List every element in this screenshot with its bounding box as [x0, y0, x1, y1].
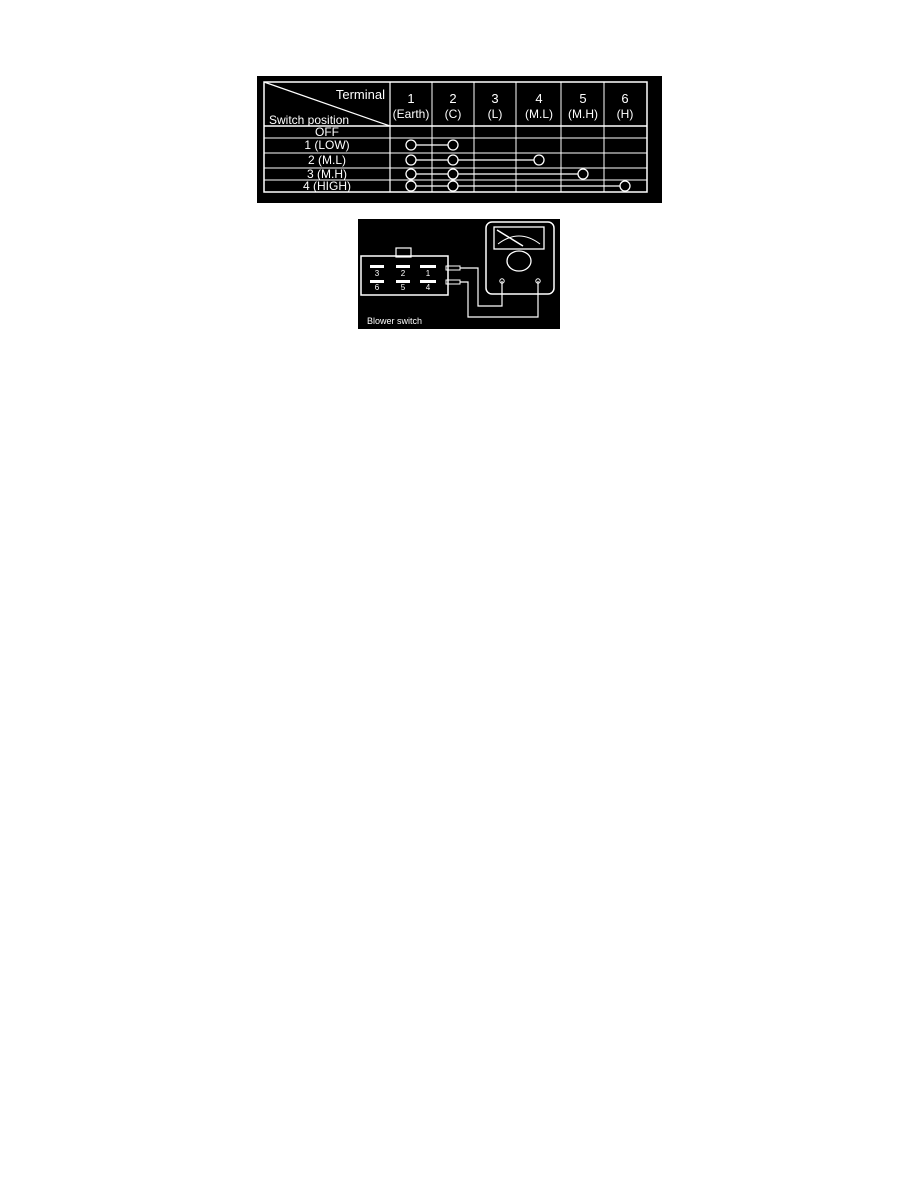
terminal-name-3: (L): [488, 107, 503, 121]
meter-leads: [460, 267, 539, 318]
pin-label-3: 3: [375, 269, 380, 278]
continuity-marker-terminal-2: [447, 139, 459, 151]
pin-label-1: 1: [426, 269, 431, 278]
row-dividers: [264, 137, 647, 181]
pin-label-5: 5: [401, 283, 406, 292]
table-frame: [263, 81, 648, 193]
terminal-number-2: 2: [449, 91, 456, 106]
continuity-table-figure: Terminal Switch position 1(Earth) 2(C) 3(L…: [257, 76, 662, 203]
switch-position-label: 4 (HIGH): [303, 179, 351, 193]
multimeter-jack-left: [499, 278, 505, 284]
continuity-marker-terminal-6: [619, 180, 631, 192]
continuity-marker-terminal-2: [447, 180, 459, 192]
terminal-name-6: (H): [617, 107, 634, 121]
continuity-marker-terminal-1: [405, 168, 417, 180]
multimeter-dial-window: [493, 226, 545, 250]
switch-position-header-label: Switch position: [269, 113, 349, 127]
terminal-name-4: (M.L): [525, 107, 553, 121]
continuity-marker-terminal-2: [447, 168, 459, 180]
continuity-marker-terminal-5: [577, 168, 589, 180]
header-diagonal: [263, 81, 391, 127]
figure-caption: Blower switch: [367, 316, 422, 326]
pin-label-2: 2: [401, 269, 406, 278]
connector-pins: [370, 265, 436, 283]
switch-position-label: 2 (M.L): [308, 153, 346, 167]
multimeter-selector-knob: [506, 250, 532, 272]
multimeter-jack-right: [535, 278, 541, 284]
terminal-header-label: Terminal: [336, 87, 385, 102]
switch-position-label: 1 (LOW): [304, 138, 349, 152]
continuity-marker-terminal-2: [447, 154, 459, 166]
switch-position-label: 3 (M.H): [307, 167, 347, 181]
continuity-table: Terminal Switch position 1(Earth) 2(C) 3(L…: [263, 81, 648, 193]
blower-switch-ohmmeter-diagram: 3 2 1 6 5 4 Blower switch: [360, 221, 555, 326]
terminal-number-4: 4: [535, 91, 542, 106]
multimeter-needle: [496, 229, 524, 247]
continuity-marker-terminal-1: [405, 139, 417, 151]
terminal-number-6: 6: [621, 91, 628, 106]
terminal-number-1: 1: [407, 91, 414, 106]
ohmmeter-test-figure: 3 2 1 6 5 4 Blower switch: [358, 219, 560, 329]
continuity-marker-terminal-4: [533, 154, 545, 166]
multimeter-scale-arc: [497, 235, 541, 245]
switch-position-label: OFF: [315, 125, 339, 139]
connector-latch: [395, 247, 412, 258]
terminal-number-5: 5: [579, 91, 586, 106]
terminal-number-3: 3: [491, 91, 498, 106]
pin-label-6: 6: [375, 283, 380, 292]
connector-body: [360, 255, 449, 296]
terminal-name-5: (M.H): [568, 107, 598, 121]
multimeter-body: [485, 221, 555, 295]
continuity-marker-terminal-1: [405, 180, 417, 192]
terminal-name-1: (Earth): [393, 107, 430, 121]
terminal-name-2: (C): [445, 107, 462, 121]
pin-label-4: 4: [426, 283, 431, 292]
continuity-marker-terminal-1: [405, 154, 417, 166]
